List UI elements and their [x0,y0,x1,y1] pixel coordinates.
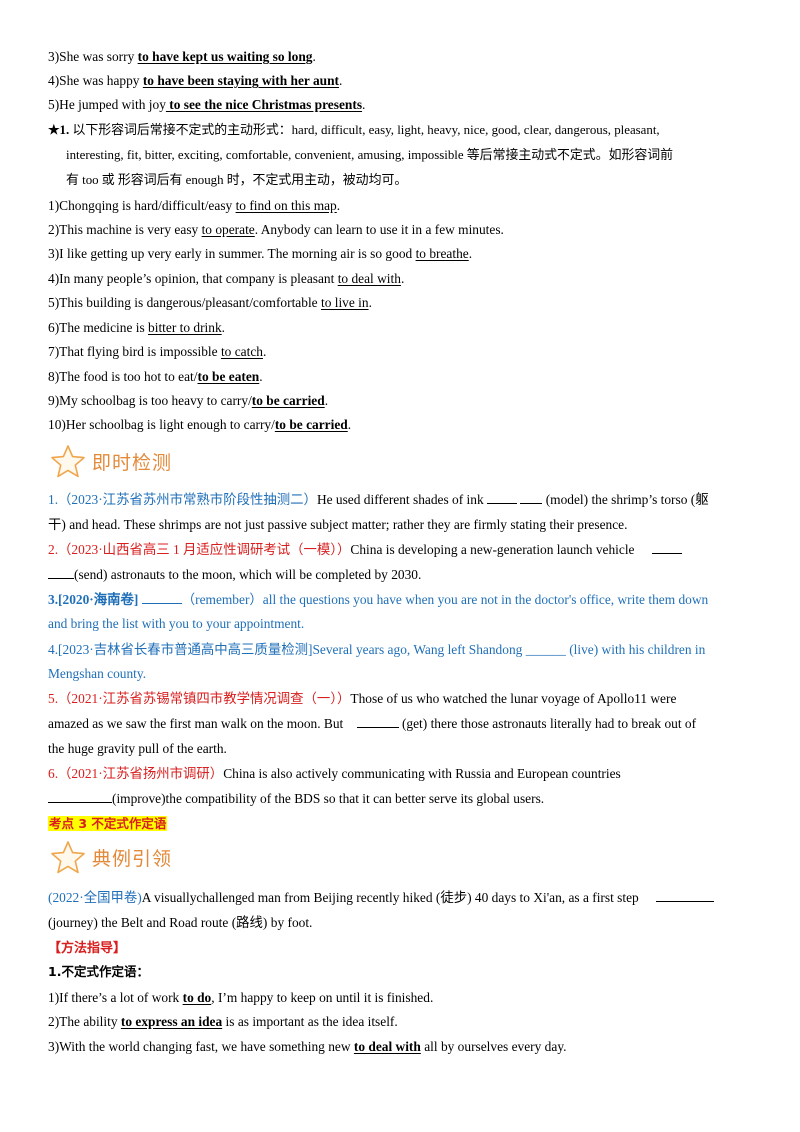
rule-line: ★1. 以下形容词后常接不定式的主动形式：hard, difficult, ea… [48,123,660,137]
example-line: 8)The food is too hot to eat/to be eaten… [48,369,263,384]
exercise-line: 2.（2023·山西省高三 1 月适应性调研考试（一模））China is de… [48,541,770,559]
star-outline-icon [51,841,85,874]
star-outline-icon [51,445,85,478]
example-line: 1)Chongqing is hard/difficult/easy to fi… [48,198,341,213]
answer-blank[interactable] [48,790,112,803]
exercise-line: 干) and head. These shrimps are not just … [48,517,628,532]
section-title: 即时检测 [92,451,173,474]
example-line: 1)If there’s a lot of work to do, I’m ha… [48,990,434,1005]
answer-blank[interactable] [141,591,182,604]
exercise-line: the huge gravity pull of the earth. [48,741,227,756]
example-question: (journey) the Belt and Road route (路线) b… [48,915,313,930]
section-heading: 即时检测 [48,442,172,480]
exercise-line: and bring the list with you to your appo… [48,616,305,631]
answer-blank[interactable] [487,491,518,504]
answer-blank[interactable] [520,491,543,504]
topic-label: 考点 3 不定式作定语 [48,816,168,831]
example-line: 5)He jumped with joy to see the nice Chr… [48,97,366,112]
example-line: 3)With the world changing fast, we have … [48,1039,567,1054]
answer-blank[interactable] [656,889,715,902]
example-question: (2022·全国甲卷)A visuallychallenged man from… [48,889,770,907]
exercise-line: 4.[2023·吉林省长春市普通高中高三质量检测]Several years a… [48,642,706,657]
example-line: 7)That flying bird is impossible to catc… [48,344,267,359]
example-line: 4)In many people’s opinion, that company… [48,271,405,286]
method-heading: 【方法指导】 [48,941,127,956]
rule-line: interesting, fit, bitter, exciting, comf… [66,148,674,162]
exercise-line: 6.（2021·江苏省扬州市调研）China is also actively … [48,766,621,781]
exercise-line: amazed as we saw the first man walk on t… [48,715,697,731]
exercise-line: (send) astronauts to the moon, which wil… [48,566,770,584]
rule-label: ★1. [48,123,70,137]
answer-blank[interactable] [48,566,74,579]
exercise-line: 5.（2021·江苏省苏锡常镇四市教学情况调查（一））Those of us w… [48,691,677,706]
example-line: 9)My schoolbag is too heavy to carry/to … [48,393,329,408]
example-line: 3)I like getting up very early in summer… [48,246,473,261]
section-heading: 典例引领 [48,838,172,876]
example-line: 4)She was happy to have been staying wit… [48,73,343,88]
example-line: 5)This building is dangerous/pleasant/co… [48,295,372,310]
section-title: 典例引领 [92,847,173,870]
rule-line: 有 too 或 形容词后有 enough 时，不定式用主动，被动均可。 [66,173,408,187]
exercise-line: 1.（2023·江苏省苏州市常熟市阶段性抽测二）He used differen… [48,491,709,507]
exercise-line: 3.[2020·海南卷] （remember）all the questions… [48,591,709,607]
answer-blank[interactable] [356,715,399,728]
exercise-line: (improve)the compatibility of the BDS so… [48,790,770,808]
example-line: 6)The medicine is bitter to drink. [48,320,226,335]
example-line: 3)She was sorry to have kept us waiting … [48,49,316,64]
example-line: 2)This machine is very easy to operate. … [48,222,504,237]
example-line: 10)Her schoolbag is light enough to carr… [48,417,352,432]
method-title: 1.不定式作定语： [48,964,149,979]
exercise-line: Mengshan county. [48,666,147,681]
example-line: 2)The ability to express an idea is as i… [48,1014,398,1029]
answer-blank[interactable] [651,541,682,554]
